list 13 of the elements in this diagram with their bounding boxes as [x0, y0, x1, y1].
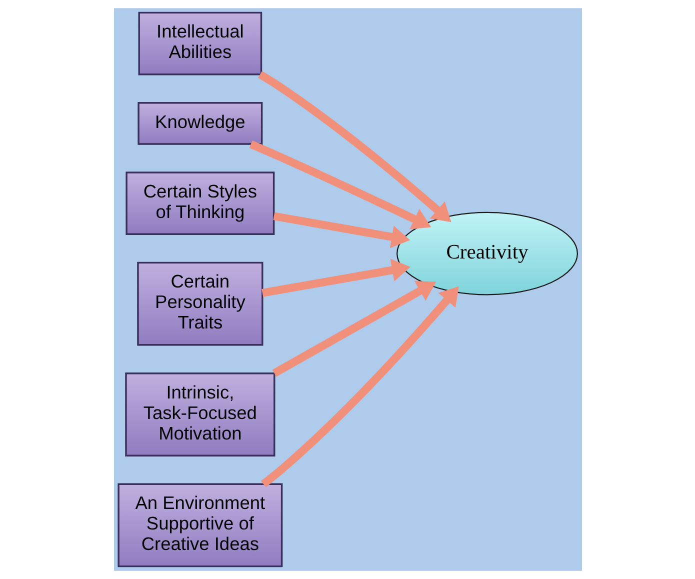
node-box: Knowledge: [137, 102, 262, 145]
node-box: Certain Personality Traits: [136, 262, 263, 346]
arrow: [248, 140, 431, 230]
node-box: Intellectual Abilities: [138, 12, 262, 76]
node-box: An Environment Supportive of Creative Ideas: [117, 483, 282, 568]
arrow: [261, 258, 410, 297]
node-box: Intrinsic, Task-Focused Motivation: [124, 372, 275, 456]
node-box: Certain Styles of Thinking: [125, 172, 274, 235]
arrow: [258, 70, 451, 222]
arrow: [272, 281, 436, 377]
node-ellipse: Creativity: [396, 212, 578, 296]
arrow: [260, 286, 458, 488]
arrow: [272, 212, 410, 248]
